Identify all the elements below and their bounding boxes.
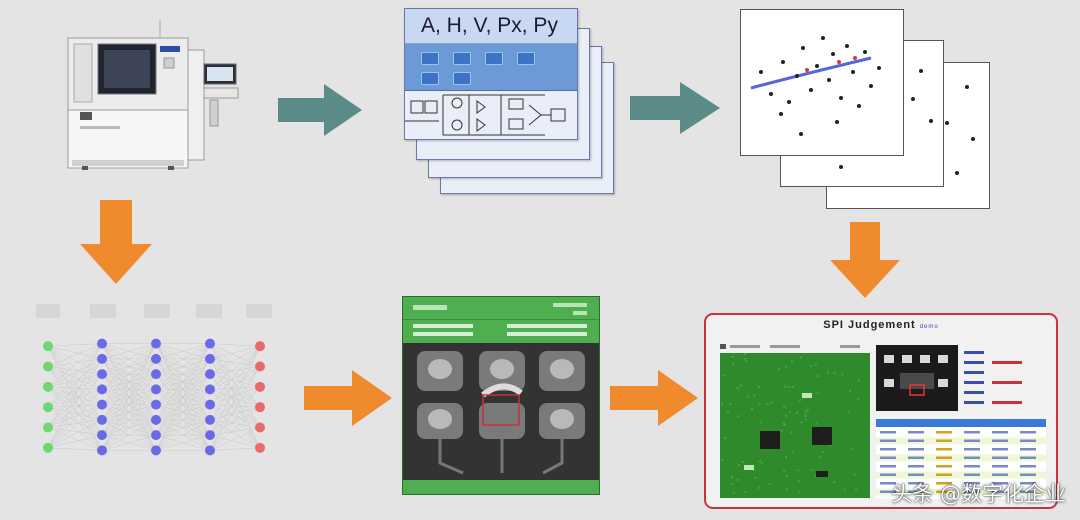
scatter-plot: [750, 36, 881, 136]
chip-icon: [421, 52, 439, 65]
nn-node: [255, 341, 265, 352]
nn-node: [97, 445, 107, 456]
measurement-table: [876, 419, 1046, 499]
nn-node: [151, 369, 161, 380]
nn-node: [97, 353, 107, 364]
parameter-card-front: A, H, V, Px, Py: [404, 8, 578, 140]
arrow-right-icon: [610, 370, 698, 426]
parameter-card-header: A, H, V, Px, Py: [405, 9, 577, 44]
chip-icon: [421, 72, 439, 85]
judgement-toolbar: [720, 344, 860, 349]
nn-node: [255, 381, 265, 392]
arrow-right-icon: [630, 82, 720, 134]
nn-node: [205, 399, 215, 410]
chip-icon: [453, 52, 471, 65]
spi-machine-icon: [67, 20, 239, 170]
nn-node: [205, 338, 215, 349]
nn-node: [43, 341, 53, 352]
pcb-board-view: [720, 353, 870, 498]
nn-node: [151, 384, 161, 395]
nn-node: [205, 369, 215, 380]
nn-node: [151, 353, 161, 364]
nn-node: [97, 384, 107, 395]
nn-node: [151, 414, 161, 425]
nn-node: [151, 445, 161, 456]
pcb-pads-image: [403, 343, 599, 480]
nn-node: [43, 422, 53, 433]
parameter-chip-grid: [405, 44, 577, 91]
scatter-frame-front: [740, 9, 904, 156]
nn-node: [151, 399, 161, 410]
judgement-subtitle: demo: [919, 324, 939, 330]
chip-icon: [453, 72, 471, 85]
nn-node: [43, 381, 53, 392]
neural-network-diagram: [36, 304, 272, 456]
nn-node: [255, 422, 265, 433]
measurement-list: [964, 351, 1022, 404]
nn-node: [255, 442, 265, 453]
photo-header-bar: [403, 297, 599, 343]
nn-node: [205, 414, 215, 425]
nn-node: [255, 402, 265, 413]
arrow-right-icon: [278, 84, 362, 136]
nn-node: [151, 430, 161, 441]
chip-icon: [517, 52, 535, 65]
nn-node: [205, 384, 215, 395]
pad-closeup-view: [876, 345, 958, 411]
nn-node: [205, 353, 215, 364]
nn-node: [97, 399, 107, 410]
arrow-down-icon: [80, 200, 152, 284]
nn-node: [97, 369, 107, 380]
nn-node: [151, 338, 161, 349]
circuit-diagram: [405, 94, 566, 136]
nn-node: [43, 442, 53, 453]
nn-node: [43, 361, 53, 372]
watermark-text: 头条 @数字化企业: [891, 482, 1066, 506]
nn-node: [97, 430, 107, 441]
judgement-title-text: SPI Judgement: [823, 319, 916, 331]
photo-footer-bar: [403, 480, 599, 494]
arrow-down-icon: [830, 222, 900, 298]
nn-node: [205, 430, 215, 441]
chip-icon: [485, 52, 503, 65]
nn-node: [97, 338, 107, 349]
solder-paste-inspection-photo: [402, 296, 600, 495]
nn-node: [43, 402, 53, 413]
arrow-right-icon: [304, 370, 392, 426]
nn-node: [97, 414, 107, 425]
nn-node: [255, 361, 265, 372]
nn-node: [205, 445, 215, 456]
